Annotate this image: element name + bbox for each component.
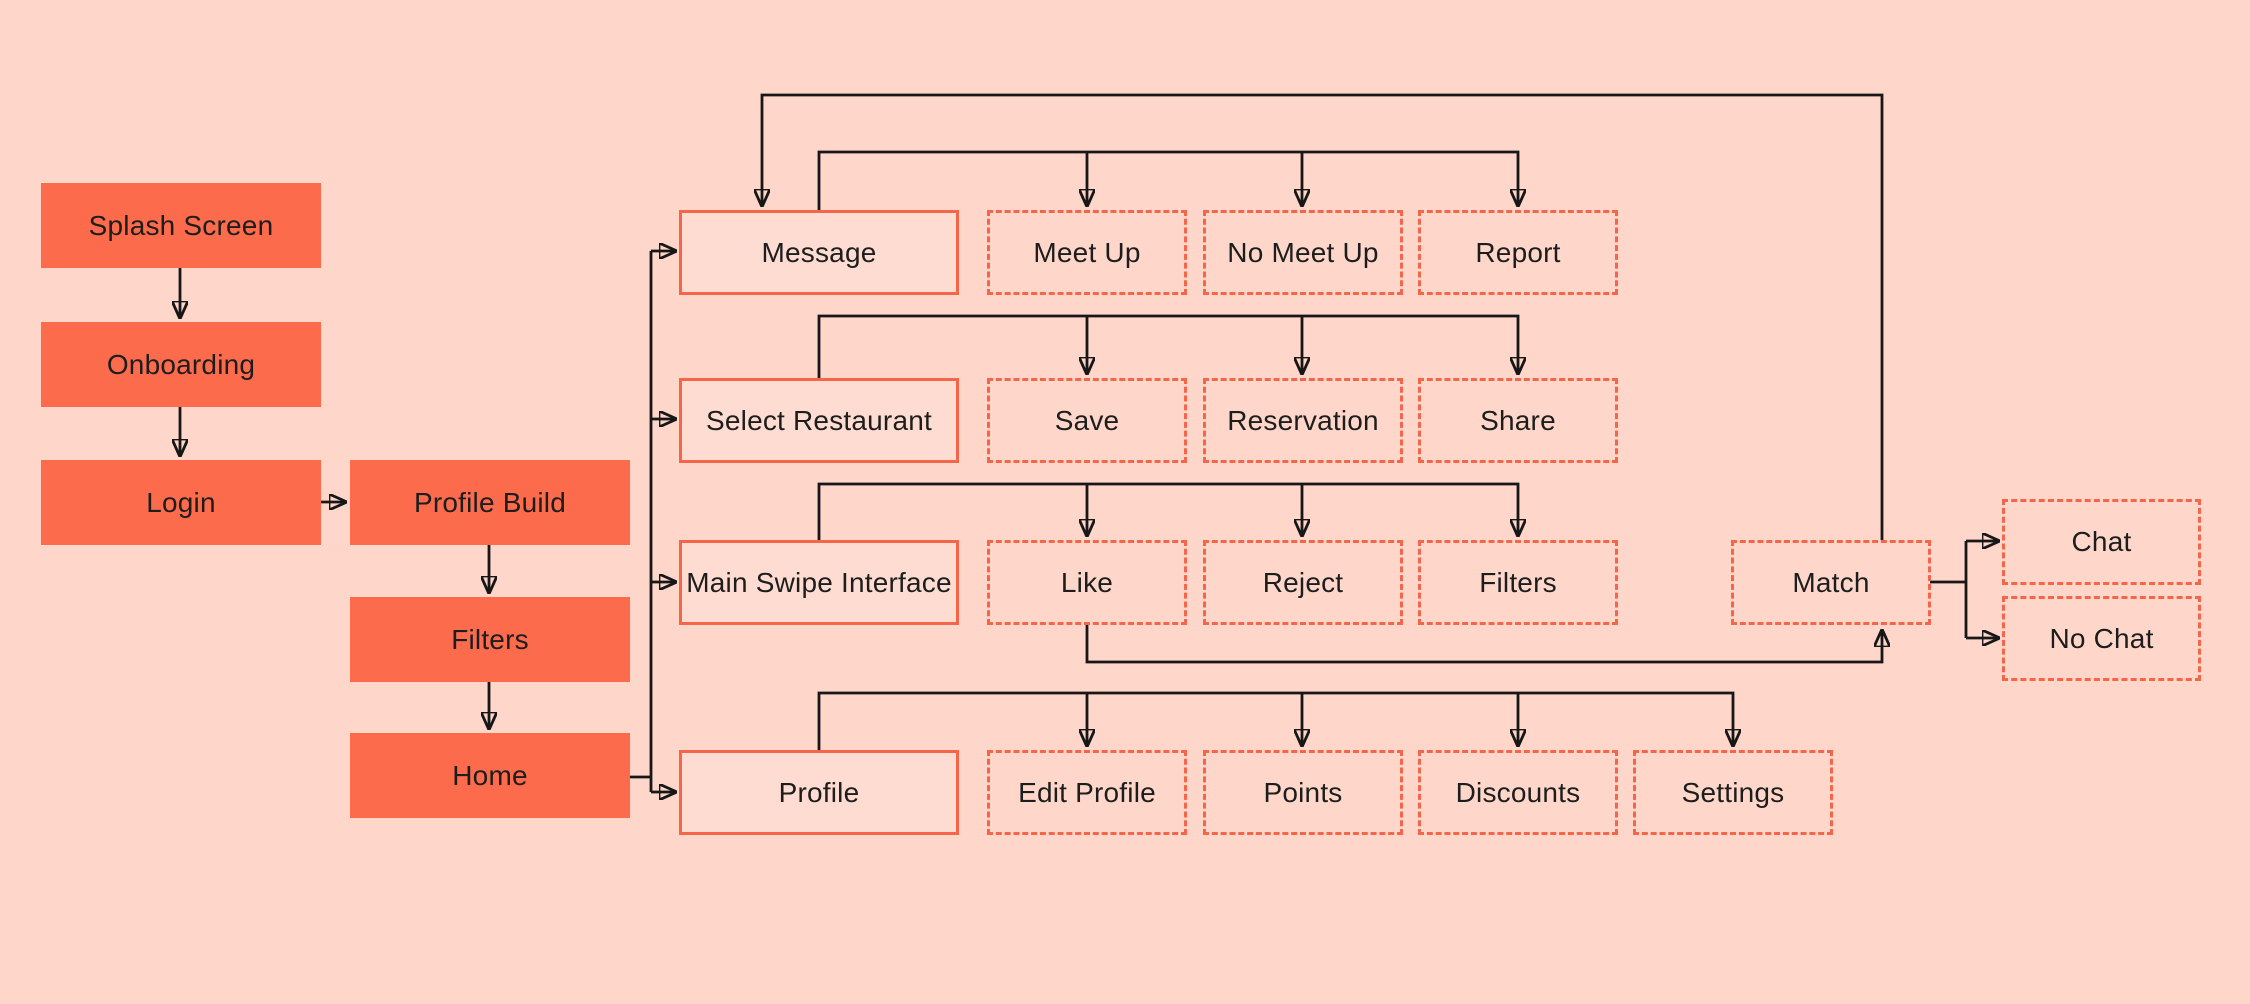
node-label: Profile [778, 776, 860, 808]
node-label: Discounts [1455, 776, 1581, 808]
node-login[interactable]: Login [41, 460, 321, 545]
node-save[interactable]: Save [987, 378, 1187, 463]
edge-match-bracket [1930, 541, 1968, 638]
node-home[interactable]: Home [350, 733, 630, 818]
node-label: Reject [1262, 566, 1344, 598]
node-label: Onboarding [106, 348, 256, 380]
node-discounts[interactable]: Discounts [1418, 750, 1618, 835]
node-filters-setup[interactable]: Filters [350, 597, 630, 682]
node-label: Login [146, 486, 216, 518]
edge-mainswipe-filters [817, 482, 1518, 540]
node-label: Select Restaurant [706, 404, 932, 436]
node-meet-up[interactable]: Meet Up [987, 210, 1187, 295]
node-label: No Chat [2049, 622, 2154, 654]
node-no-chat[interactable]: No Chat [2002, 596, 2201, 681]
node-label: Points [1263, 776, 1343, 808]
node-filters-swipe[interactable]: Filters [1418, 540, 1618, 625]
node-label: Match [1792, 566, 1870, 598]
node-report[interactable]: Report [1418, 210, 1618, 295]
node-label: Chat [2071, 526, 2132, 557]
node-label: Edit Profile [1018, 776, 1156, 808]
node-label: Settings [1681, 776, 1785, 808]
node-profile[interactable]: Profile [679, 750, 959, 835]
node-select-restaurant[interactable]: Select Restaurant [679, 378, 959, 463]
node-label: Main Swipe Interface [686, 566, 952, 598]
node-label: Share [1480, 404, 1556, 436]
node-label: Home [452, 759, 528, 791]
node-label: Meet Up [1033, 236, 1141, 268]
node-onboarding[interactable]: Onboarding [41, 322, 321, 407]
node-no-meet-up[interactable]: No Meet Up [1203, 210, 1403, 295]
node-profile-build[interactable]: Profile Build [350, 460, 630, 545]
node-splash-screen[interactable]: Splash Screen [41, 183, 321, 268]
node-match[interactable]: Match [1731, 540, 1931, 625]
node-label: Save [1054, 404, 1120, 436]
node-points[interactable]: Points [1203, 750, 1403, 835]
node-label: Like [1060, 566, 1114, 598]
node-label: Filters [451, 623, 529, 655]
edge-profile-settings [817, 691, 1733, 750]
node-message[interactable]: Message [679, 210, 959, 295]
edge-message-report [817, 150, 1518, 210]
node-reject[interactable]: Reject [1203, 540, 1403, 625]
node-like[interactable]: Like [987, 540, 1187, 625]
node-share[interactable]: Share [1418, 378, 1618, 463]
edge-like-match [1085, 625, 1882, 664]
node-label: Filters [1479, 566, 1557, 598]
edge-match-message [762, 93, 1884, 540]
node-label: Message [761, 236, 877, 268]
node-label: Profile Build [413, 486, 566, 518]
node-label: No Meet Up [1227, 236, 1379, 268]
node-label: Report [1475, 236, 1561, 268]
node-reservation[interactable]: Reservation [1203, 378, 1403, 463]
node-main-swipe-interface[interactable]: Main Swipe Interface [679, 540, 959, 625]
node-label: Reservation [1227, 404, 1379, 436]
node-chat[interactable]: Chat [2002, 499, 2201, 585]
node-settings[interactable]: Settings [1633, 750, 1833, 835]
node-edit-profile[interactable]: Edit Profile [987, 750, 1187, 835]
node-label: Splash Screen [88, 209, 274, 241]
edge-selectrestaurant-share [817, 314, 1518, 378]
edge-home-trunk [629, 251, 653, 792]
